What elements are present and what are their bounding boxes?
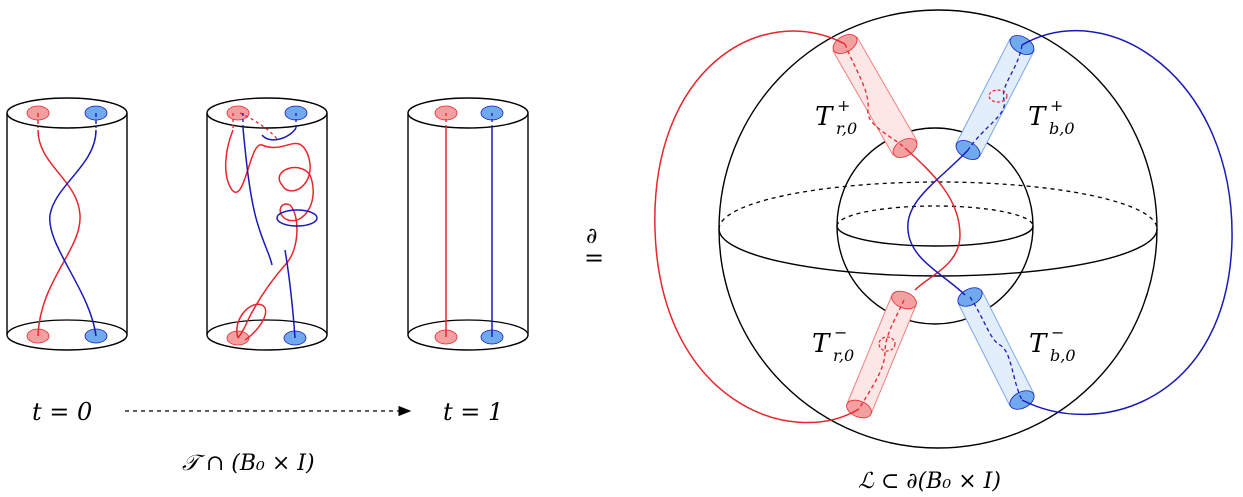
red-strand — [239, 112, 279, 141]
label-main: T — [815, 102, 834, 132]
blue-strand — [49, 129, 97, 337]
label-main: T — [1029, 329, 1048, 359]
inner-equator-front — [836, 225, 1034, 247]
boundary-symbol: ∂ — [586, 224, 597, 249]
cylinder-middle-bottom-rim-back — [206, 319, 328, 336]
blue-strand — [907, 149, 969, 296]
tube-body — [955, 38, 1035, 157]
cylinder-t1-bottom-rim — [407, 334, 529, 351]
blue-strand — [242, 127, 273, 266]
label-sub: r,0 — [836, 119, 857, 138]
blue-strand — [261, 127, 297, 141]
blue-outer-arc — [1021, 29, 1233, 416]
cylinder-t1-bottom-rim-back — [407, 319, 529, 336]
t0-label: t = 0 — [32, 398, 92, 426]
sphere-diagram — [654, 9, 1233, 449]
label-sub: r,0 — [833, 346, 854, 365]
tube-top-right — [955, 35, 1035, 160]
cylinder-middle-bottom-rim — [206, 334, 328, 351]
t1-label: t = 1 — [443, 398, 503, 426]
label-sup: + — [1050, 96, 1063, 115]
label-main: T — [812, 329, 831, 359]
left-caption: 𝒯 ∩ (B₀ × I) — [182, 451, 315, 476]
cylinder-middle — [206, 97, 328, 351]
cylinder-t0-bottom-rim-back — [6, 319, 128, 336]
tube-body — [846, 294, 917, 415]
red-strand-loop — [878, 336, 896, 352]
cylinder-t0-top-rim — [6, 97, 128, 129]
cylinder-t1 — [407, 97, 529, 351]
label-sup: − — [834, 323, 847, 342]
right-caption: ℒ ⊂ ∂(B₀ × I) — [858, 469, 1001, 494]
red-strand — [844, 43, 906, 149]
outer-equator-front — [718, 228, 1158, 277]
label-sub: b,0 — [1050, 346, 1076, 365]
label-sup: + — [837, 96, 850, 115]
cylinder-middle-top-rim — [206, 97, 328, 129]
red-strand — [858, 299, 905, 410]
red-endpoint — [226, 105, 250, 121]
cylinder-t0-bottom-rim — [6, 334, 128, 351]
blue-strand — [969, 296, 1023, 401]
blue-strand-loop — [276, 209, 318, 227]
label-main: T — [1028, 102, 1047, 132]
red-outer-arc — [654, 30, 860, 424]
outer-equator-back — [718, 181, 1158, 230]
blue-strand — [284, 249, 296, 339]
outer-sphere — [718, 9, 1158, 449]
tube-label-bottom-right: T − b,0 — [1029, 323, 1076, 365]
red-strand — [904, 147, 961, 291]
equals-symbol: = — [584, 244, 604, 272]
label-sup: − — [1051, 323, 1064, 342]
inner-sphere — [836, 127, 1034, 325]
tube-label-top-left: T + r,0 — [815, 96, 857, 138]
tube-label-bottom-left: T − r,0 — [812, 323, 854, 365]
red-strand-loop — [988, 89, 1008, 103]
label-sub: b,0 — [1049, 119, 1075, 138]
red-strand — [224, 129, 314, 339]
red-strand — [37, 129, 81, 337]
tube-body — [957, 290, 1035, 407]
tube-label-top-right: T + b,0 — [1028, 96, 1075, 138]
red-strand — [236, 303, 267, 341]
cylinder-t1-top-rim — [407, 97, 529, 129]
inner-equator-back — [836, 205, 1034, 227]
cylinder-t0 — [6, 97, 128, 351]
